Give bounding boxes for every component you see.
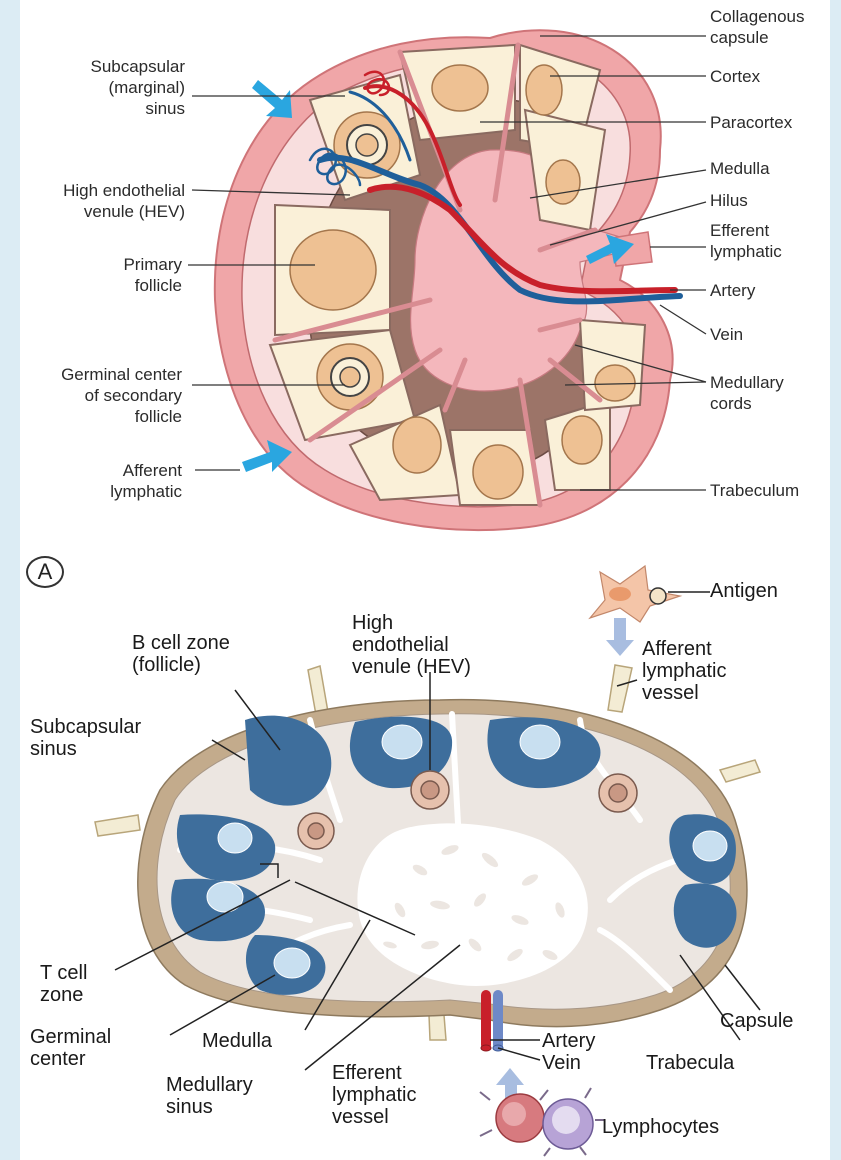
label-afferent-lymphatic-vessel: Afferent lymphatic vessel (642, 638, 726, 704)
panel-b-diagram (20, 0, 830, 1160)
label-subcapsular-sinus-b: Subcapsular sinus (30, 716, 141, 760)
label-artery-b: Artery (542, 1030, 595, 1052)
lymphocytes-cells (480, 1088, 605, 1156)
label-medulla-b: Medulla (202, 1030, 272, 1052)
label-t-cell-zone: T cell zone (40, 962, 87, 1006)
label-lymphocytes: Lymphocytes (602, 1116, 719, 1138)
label-antigen: Antigen (710, 580, 778, 602)
label-medullary-sinus: Medullary sinus (166, 1074, 253, 1118)
dendritic-nucleus (609, 587, 631, 601)
antigen-icon (650, 588, 666, 604)
label-efferent-lymphatic-vessel: Efferent lymphatic vessel (332, 1062, 416, 1128)
label-hev-b: High endothelial venule (HEV) (352, 612, 471, 678)
label-capsule: Capsule (720, 1010, 793, 1032)
label-trabecula: Trabecula (646, 1052, 734, 1074)
label-b-cell-zone: B cell zone (follicle) (132, 632, 230, 676)
label-vein-b: Vein (542, 1052, 581, 1074)
lymph-node-figure: Collagenous capsule Cortex Paracortex Me… (20, 0, 830, 1160)
label-germinal-center-b: Germinal center (30, 1026, 111, 1070)
